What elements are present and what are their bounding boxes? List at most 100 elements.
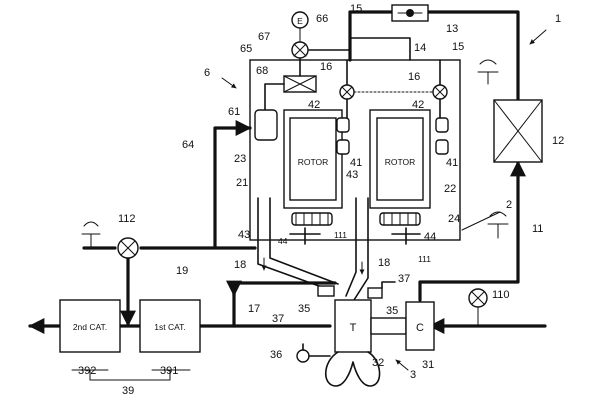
leader-2 bbox=[461, 211, 501, 231]
valve-67-cross bbox=[293, 43, 307, 57]
turbine-label: T bbox=[350, 322, 357, 334]
cat-2nd-label: 2nd CAT. bbox=[73, 322, 107, 332]
valve-110-cross bbox=[471, 291, 485, 305]
valve-65-cross bbox=[283, 75, 317, 93]
wastegate-actuator bbox=[296, 349, 310, 363]
ref-112: 112 bbox=[118, 213, 136, 225]
valve-112-cross bbox=[120, 240, 136, 256]
ref-17: 17 bbox=[248, 303, 260, 315]
ref-37a: 37 bbox=[272, 313, 284, 325]
ref-68: 68 bbox=[256, 65, 268, 77]
ref-65: 65 bbox=[240, 43, 252, 55]
ref-37b: 37 bbox=[398, 273, 410, 285]
ref-14: 14 bbox=[414, 42, 426, 54]
rotor-left-inner bbox=[289, 117, 337, 201]
ref-392: 392 bbox=[78, 365, 96, 377]
port-35-left bbox=[317, 285, 335, 297]
leader-6 bbox=[221, 77, 237, 89]
ref-16b: 16 bbox=[408, 71, 420, 83]
exhaust-pipe-left-inner bbox=[269, 197, 339, 285]
ref-61: 61 bbox=[228, 106, 240, 118]
ref-18a: 18 bbox=[234, 259, 246, 271]
wastegate-linkage bbox=[302, 343, 331, 357]
ref-15b: 15 bbox=[452, 41, 464, 53]
rotor-right-inner bbox=[376, 117, 424, 201]
ref-43a: 43 bbox=[238, 229, 250, 241]
turbine-box bbox=[334, 299, 372, 353]
cat-1st-box bbox=[139, 299, 201, 353]
ref-35a: 35 bbox=[298, 303, 310, 315]
ref-41a: 41 bbox=[350, 157, 362, 169]
intake-top-line bbox=[426, 10, 520, 102]
leader-1 bbox=[529, 29, 547, 45]
rotor-left-label: ROTOR bbox=[298, 157, 329, 167]
ref-19: 19 bbox=[176, 265, 188, 277]
ref-13: 13 bbox=[446, 23, 458, 35]
compressor-box bbox=[405, 301, 435, 351]
port-35-right bbox=[367, 287, 383, 299]
component-61 bbox=[254, 109, 278, 141]
ref-18b: 18 bbox=[378, 257, 390, 269]
exhaust-pipe-left-outer bbox=[257, 197, 331, 291]
actuator-11 bbox=[487, 211, 509, 239]
line-68 bbox=[264, 83, 285, 111]
cat-brackets bbox=[71, 369, 191, 381]
ref-42a: 42 bbox=[308, 99, 320, 111]
line-66 bbox=[299, 37, 411, 77]
actuator-112 bbox=[81, 221, 101, 249]
line-64 bbox=[213, 120, 252, 249]
ref-15a: 15 bbox=[350, 3, 362, 15]
ref-35b: 35 bbox=[386, 305, 398, 317]
ref-31: 31 bbox=[422, 359, 434, 371]
compressor-outlet-line bbox=[418, 160, 526, 302]
ref-111a: 111 bbox=[334, 230, 347, 240]
intake-header-line bbox=[348, 10, 394, 62]
ref-23: 23 bbox=[234, 153, 246, 165]
ref-42b: 42 bbox=[412, 99, 424, 111]
rotor-right-base-lines bbox=[383, 212, 417, 226]
ref-41b: 41 bbox=[446, 157, 458, 169]
ref-3: 3 bbox=[410, 369, 416, 381]
component-41-left bbox=[336, 139, 350, 155]
ref-111b: 111 bbox=[418, 254, 431, 264]
ref-2: 2 bbox=[506, 199, 512, 211]
ref-44a: 44 bbox=[278, 236, 288, 246]
compressor-label: C bbox=[416, 322, 424, 334]
ref-1: 1 bbox=[555, 13, 561, 25]
cat-1st-label: 1st CAT. bbox=[154, 322, 186, 332]
engine-block bbox=[249, 59, 461, 241]
injector-right bbox=[391, 227, 421, 245]
component-41-right bbox=[435, 139, 449, 155]
actuator-12 bbox=[477, 59, 499, 85]
ref-66: 66 bbox=[316, 13, 328, 25]
ref-11: 11 bbox=[532, 223, 543, 235]
exhaust-pipe-right-outer bbox=[345, 197, 357, 297]
ref-43b: 43 bbox=[346, 169, 358, 181]
ref-44b: 44 bbox=[424, 231, 436, 243]
ref-12: 12 bbox=[552, 135, 564, 147]
intercooler-cross bbox=[493, 99, 543, 163]
injector-left bbox=[289, 227, 321, 245]
leader-3 bbox=[395, 359, 409, 371]
exhaust-pipe-right-inner bbox=[353, 197, 369, 301]
ref-391: 391 bbox=[160, 365, 178, 377]
ref-36: 36 bbox=[270, 349, 282, 361]
ref-6: 6 bbox=[204, 67, 210, 79]
ref-24: 24 bbox=[448, 213, 460, 225]
sensor-e-label: E bbox=[297, 16, 303, 26]
sensor-e bbox=[291, 11, 309, 29]
component-42-right bbox=[435, 117, 449, 133]
ref-32: 32 bbox=[372, 357, 384, 369]
turbine-scroll bbox=[324, 351, 381, 387]
line-37-right bbox=[381, 281, 396, 289]
rotor-left-base-lines bbox=[295, 212, 329, 226]
ref-67: 67 bbox=[258, 31, 270, 43]
component-42-left bbox=[336, 117, 350, 133]
ref-16a: 16 bbox=[320, 61, 332, 73]
ref-21: 21 bbox=[236, 177, 248, 189]
ref-22: 22 bbox=[444, 183, 456, 195]
rotor-right-label: ROTOR bbox=[385, 157, 416, 167]
valve-16-left-cross bbox=[341, 86, 353, 98]
ref-110: 110 bbox=[492, 289, 510, 301]
turbo-shaft bbox=[370, 317, 407, 335]
